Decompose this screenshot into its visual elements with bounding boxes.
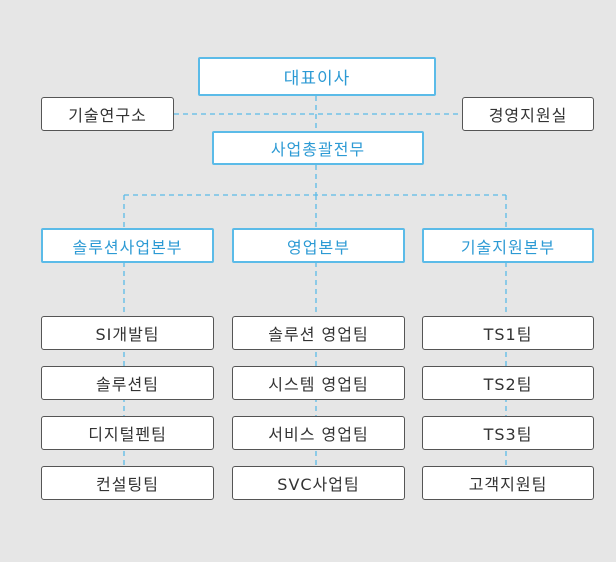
team-box: SVC사업팀 bbox=[232, 466, 405, 500]
division-sales: 영업본부 bbox=[232, 228, 405, 263]
division-tech-support: 기술지원본부 bbox=[422, 228, 594, 263]
ceo-box: 대표이사 bbox=[198, 57, 436, 96]
team-box: 서비스 영업팀 bbox=[232, 416, 405, 450]
team-box: 고객지원팀 bbox=[422, 466, 594, 500]
lab-box: 기술연구소 bbox=[41, 97, 174, 131]
team-box: TS3팀 bbox=[422, 416, 594, 450]
team-box: TS2팀 bbox=[422, 366, 594, 400]
team-box: TS1팀 bbox=[422, 316, 594, 350]
team-box: 솔루션 영업팀 bbox=[232, 316, 405, 350]
team-box: 솔루션팀 bbox=[41, 366, 214, 400]
management-office-box: 경영지원실 bbox=[462, 97, 594, 131]
division-solution-business: 솔루션사업본부 bbox=[41, 228, 214, 263]
team-box: 시스템 영업팀 bbox=[232, 366, 405, 400]
team-box: 컨설팅팀 bbox=[41, 466, 214, 500]
team-box: SI개발팀 bbox=[41, 316, 214, 350]
business-hq-box: 사업총괄전무 bbox=[212, 131, 424, 165]
team-box: 디지털펜팀 bbox=[41, 416, 214, 450]
